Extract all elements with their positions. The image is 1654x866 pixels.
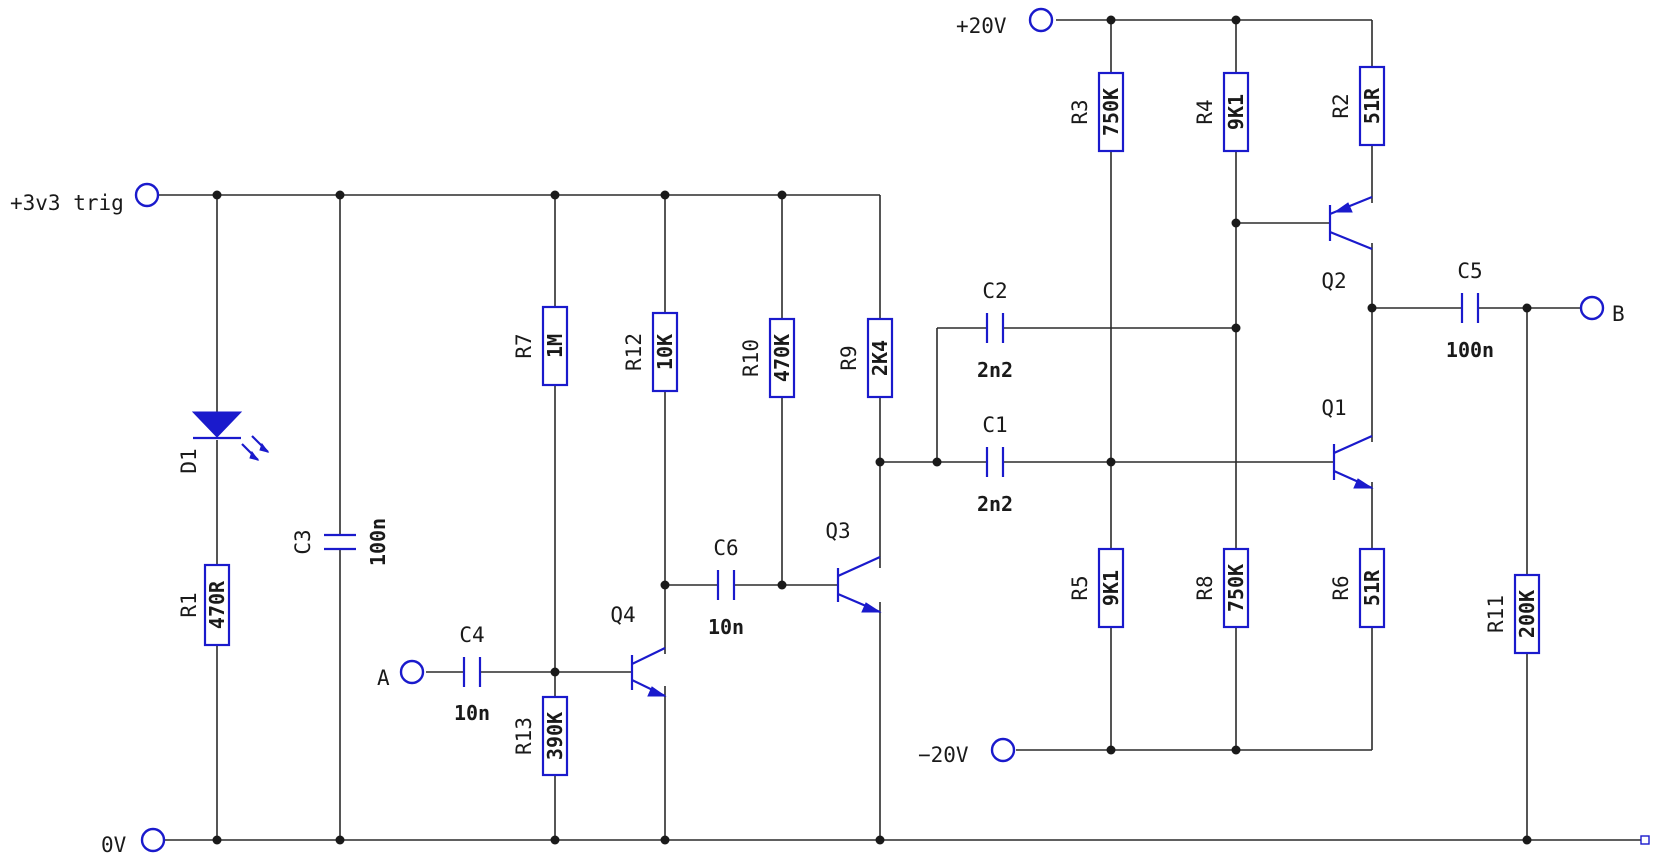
resistor-r11-value: 200K (1515, 590, 1539, 638)
resistor-r11-ref: R11 (1484, 595, 1508, 633)
capacitor-c1-ref: C1 (982, 413, 1007, 437)
capacitor-c2: C2 2n2 (977, 279, 1013, 382)
terminal-gnd-label: 0V (101, 833, 127, 857)
transistor-q3: Q3 (825, 519, 882, 614)
resistor-r1-ref: R1 (177, 592, 201, 617)
resistor-r12-ref: R12 (622, 333, 646, 371)
capacitor-c3-value: 100n (366, 518, 390, 566)
terminal-trig: +3v3 trig (10, 182, 160, 215)
resistor-r8: 750K R8 (1193, 547, 1250, 629)
capacitor-c4: C4 10n (454, 623, 490, 725)
resistor-r7-value: 1M (543, 334, 567, 358)
transistor-q3-ref: Q3 (825, 519, 850, 543)
resistor-r1: 470R R1 (177, 563, 231, 647)
capacitor-c3-ref: C3 (291, 529, 315, 554)
capacitor-c5-ref: C5 (1457, 259, 1482, 283)
resistor-r9: 2K4 R9 (837, 317, 894, 399)
terminal-vpos: +20V (956, 7, 1054, 38)
terminal-gnd: 0V (101, 827, 166, 857)
junctions (212, 15, 1532, 845)
capacitor-c6-value: 10n (708, 615, 744, 639)
capacitor-c5: C5 100n (1446, 259, 1494, 362)
terminal-in-a-label: A (377, 666, 390, 690)
resistor-r9-ref: R9 (837, 345, 861, 370)
terminal-out-b-label: B (1612, 302, 1625, 326)
terminal-in-a: A (377, 659, 425, 690)
transistor-q1-ref: Q1 (1321, 396, 1346, 420)
capacitor-c4-value: 10n (454, 701, 490, 725)
capacitor-c1-value: 2n2 (977, 492, 1013, 516)
wires (158, 19, 1641, 841)
resistor-r5-ref: R5 (1068, 575, 1092, 600)
resistor-r6-value: 51R (1360, 569, 1384, 606)
capacitor-c6-ref: C6 (713, 536, 738, 560)
capacitor-c2-ref: C2 (982, 279, 1007, 303)
resistor-r8-ref: R8 (1193, 575, 1217, 600)
capacitor-c3: C3 100n (291, 518, 390, 566)
resistor-r3-value: 750K (1099, 88, 1123, 136)
resistor-r2-ref: R2 (1329, 93, 1353, 118)
capacitor-c2-value: 2n2 (977, 358, 1013, 382)
transistor-q4-ref: Q4 (610, 603, 635, 627)
resistor-r1-value: 470R (205, 580, 229, 629)
resistor-r3-ref: R3 (1068, 99, 1092, 124)
resistor-r6: 51R R6 (1329, 547, 1386, 629)
resistor-r10-ref: R10 (739, 339, 763, 377)
resistor-r7-ref: R7 (512, 333, 536, 358)
led-d1-ref: D1 (177, 448, 201, 473)
transistor-q1: Q1 (1321, 396, 1374, 490)
transistor-q2-ref: Q2 (1321, 269, 1346, 293)
resistor-r10: 470K R10 (739, 317, 796, 399)
resistor-r4-ref: R4 (1193, 99, 1217, 124)
resistor-r4: 9K1 R4 (1193, 71, 1250, 153)
resistor-r12-value: 10K (653, 334, 677, 370)
resistor-r6-ref: R6 (1329, 575, 1353, 600)
capacitor-c1: C1 2n2 (977, 413, 1013, 516)
resistor-r7: 1M R7 (512, 305, 569, 387)
terminal-vneg: −20V (918, 737, 1016, 767)
terminal-vneg-label: −20V (918, 743, 969, 767)
resistor-r5-value: 9K1 (1099, 570, 1123, 606)
capacitor-c4-ref: C4 (459, 623, 484, 647)
capacitor-c5-value: 100n (1446, 338, 1494, 362)
resistor-r13: 390K R13 (512, 695, 569, 777)
resistor-r10-value: 470K (770, 334, 794, 382)
rail-end-marker (1640, 835, 1650, 845)
terminal-trig-label: +3v3 trig (10, 191, 124, 215)
resistor-r2-value: 51R (1360, 87, 1384, 124)
resistor-r9-value: 2K4 (868, 340, 892, 376)
resistor-r13-value: 390K (543, 712, 567, 760)
resistor-r4-value: 9K1 (1224, 94, 1248, 130)
resistor-r13-ref: R13 (512, 717, 536, 755)
resistor-r5: 9K1 R5 (1068, 547, 1125, 629)
terminal-out-b: B (1579, 295, 1625, 326)
resistor-r12: 10K R12 (622, 311, 679, 393)
resistor-r2: 51R R2 (1329, 65, 1386, 147)
capacitor-c6: C6 10n (708, 536, 744, 639)
led-d1: D1 (177, 411, 270, 474)
resistor-r11: 200K R11 (1484, 573, 1541, 655)
transistor-q2: Q2 (1321, 195, 1373, 293)
transistor-q4: Q4 (610, 603, 667, 697)
resistor-r8-value: 750K (1224, 564, 1248, 612)
resistor-r3: 750K R3 (1068, 71, 1125, 153)
terminal-vpos-label: +20V (956, 14, 1007, 38)
